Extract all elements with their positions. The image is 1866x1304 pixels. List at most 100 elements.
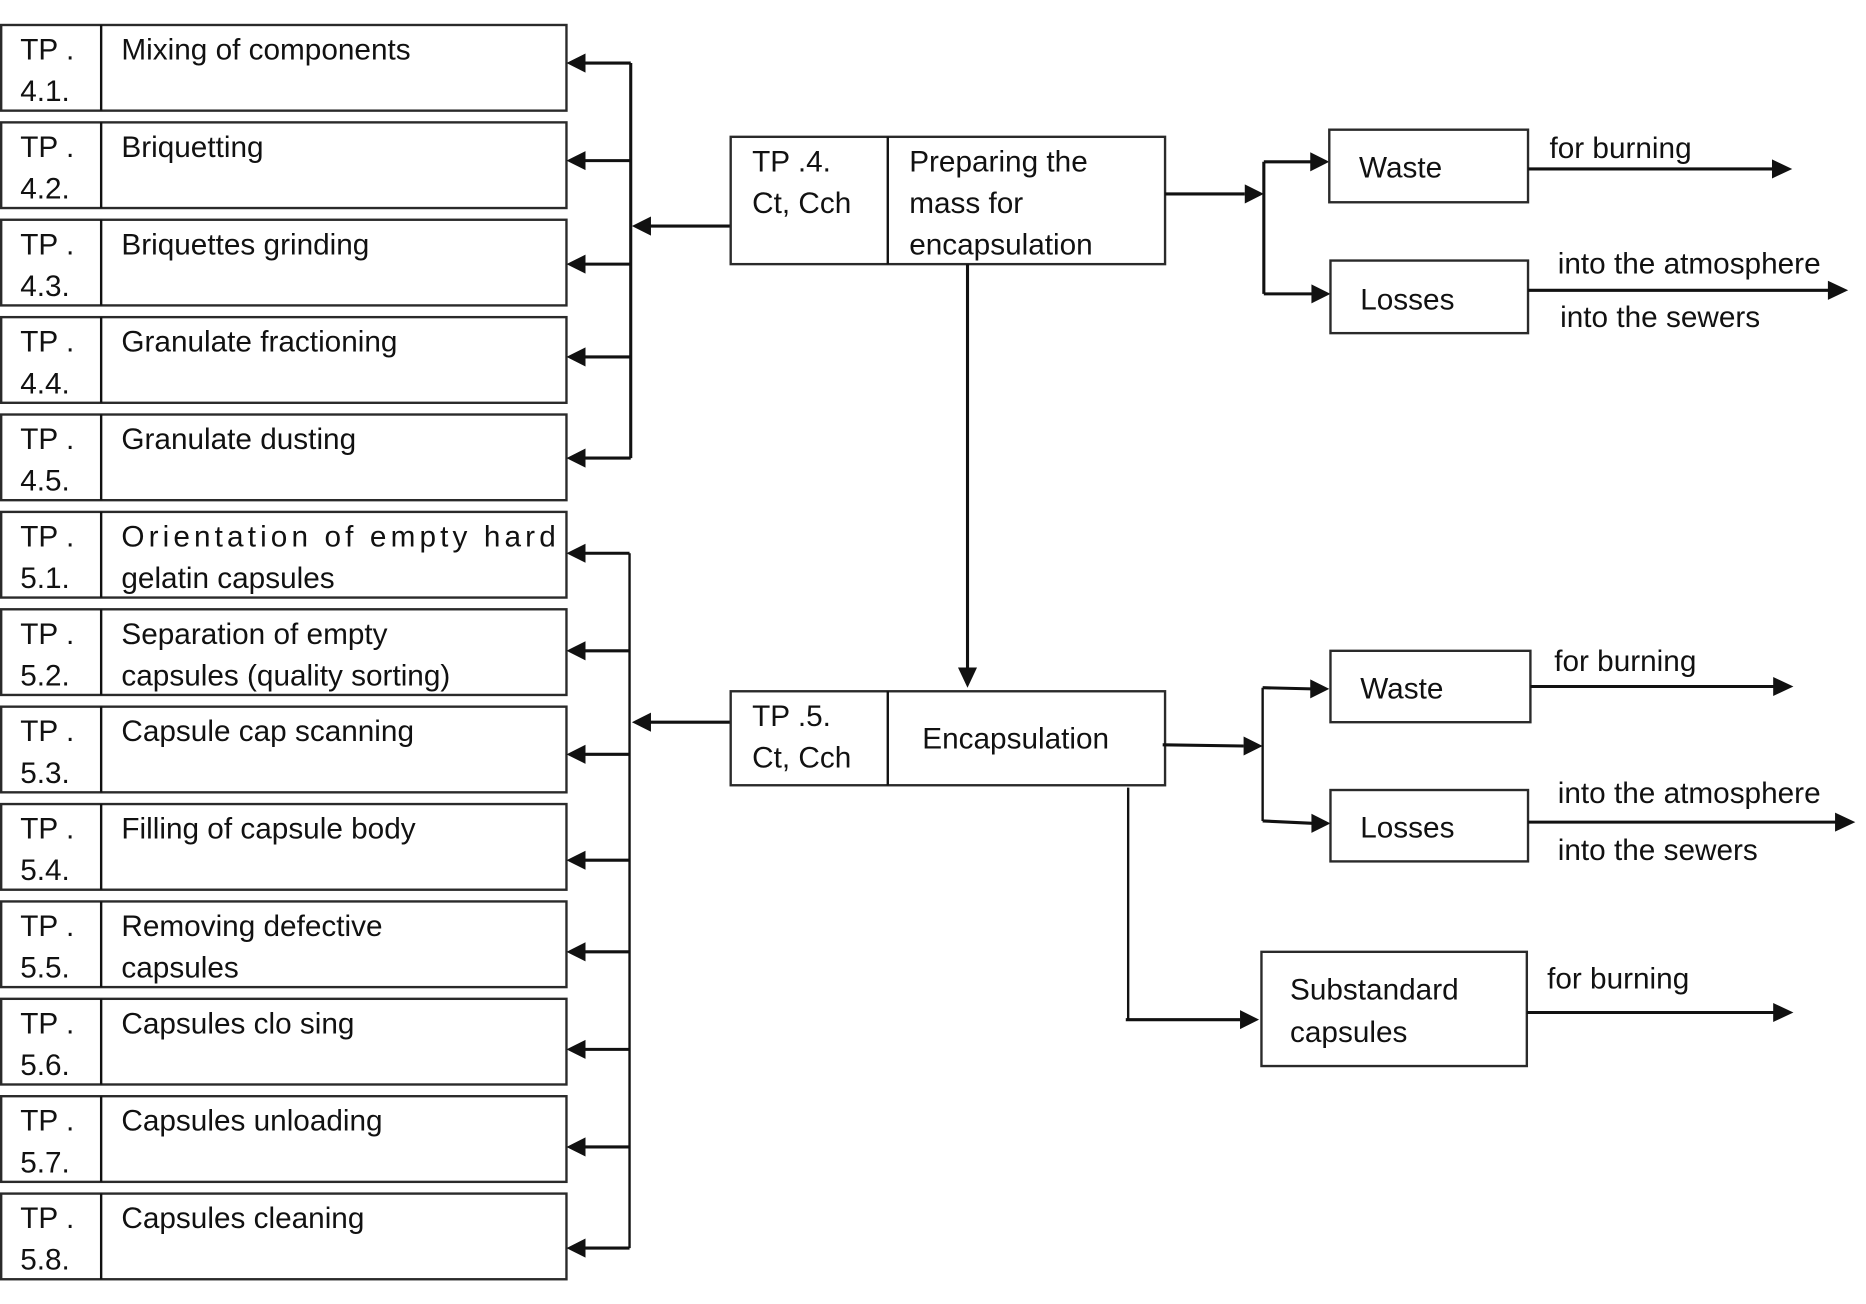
arrow-head — [566, 254, 586, 274]
substage-box[interactable]: TP . 5.3. Capsule cap scanning — [0, 705, 568, 794]
connector-stage5-out — [1162, 743, 1244, 748]
arrow-head — [566, 1039, 586, 1059]
substage-box-frame — [0, 413, 568, 502]
losses-destination-sewers: into the sewers — [1558, 834, 1758, 867]
arrow-head-stage5-bus — [631, 712, 651, 732]
substage-box[interactable]: TP .4.3.Briquettes grinding — [0, 218, 568, 307]
arrow-head — [566, 448, 586, 468]
waste-destination: for burning — [1549, 132, 1691, 165]
substage-label: Capsules unloading — [121, 1105, 382, 1138]
arrow-head — [566, 850, 586, 870]
losses-destination-sewers: into the sewers — [1560, 301, 1760, 334]
substage-label: Briquetting — [121, 131, 263, 164]
substage-code: TP . — [20, 1105, 74, 1138]
substandard-capsules-box[interactable]: Substandard capsules — [1260, 950, 1529, 1068]
substage-number: 4.1. — [20, 75, 70, 108]
substage-number: 4.4. — [20, 367, 70, 400]
substage-label: Capsules cleaning — [121, 1202, 364, 1235]
arrow-head — [1835, 812, 1856, 832]
substage-box[interactable]: TP .5.1.Orientation of empty hardgelatin… — [0, 510, 568, 599]
losses-destination-atmosphere: into the atmosphere — [1558, 248, 1821, 281]
substage-box-frame — [0, 608, 568, 697]
substage-box[interactable]: TP .4.5.Granulate dusting — [0, 413, 568, 502]
connector-to-waste-5 — [1262, 686, 1312, 691]
arrow-head — [1240, 1010, 1260, 1030]
substage-box[interactable]: TP . 5.7. Capsules unloading — [0, 1095, 568, 1184]
stage-5-code: TP .5. — [752, 700, 831, 733]
arrow-head — [566, 942, 586, 962]
substage-number: 4.2. — [20, 173, 70, 206]
substage-label: capsules (quality sorting) — [121, 659, 450, 692]
arrow-head — [566, 543, 586, 563]
arrow-head — [566, 744, 586, 764]
substage-boxes: TP . 4.1. Mixing of components TP . 4.2. Briq… — [0, 23, 568, 1281]
arrow-head — [1244, 184, 1264, 204]
substage-number: 5.6. — [20, 1049, 70, 1082]
substage-box-frame — [0, 315, 568, 404]
arrow-head-stage5-in — [957, 667, 978, 688]
substage-label: Mixing of components — [121, 33, 410, 66]
substandard-label-line: capsules — [1290, 1016, 1407, 1049]
substage-label: Separation of empty — [121, 618, 387, 651]
arrow-head — [566, 151, 586, 171]
substage-box[interactable]: TP .5.4.Filling of capsule body — [0, 802, 568, 891]
substage-box[interactable]: TP .5.8.Capsules cleaning — [0, 1192, 568, 1281]
substage-code: TP . — [20, 910, 74, 943]
losses-label: Losses — [1360, 812, 1454, 845]
stage-4-box[interactable]: TP .4. Ct, Cch Preparing the mass for en… — [729, 135, 1167, 266]
substage-number: 5.7. — [20, 1146, 70, 1179]
substage-label: Filling of capsule body — [121, 813, 415, 846]
substage-box[interactable]: TP .4.2.Briquetting — [0, 121, 568, 210]
waste-box-4[interactable]: Waste — [1328, 128, 1530, 204]
substage-number: 4.5. — [20, 465, 70, 498]
arrow-head — [1827, 280, 1849, 300]
substage-box-frame — [0, 510, 568, 599]
arrow-head — [566, 347, 586, 367]
waste-destination: for burning — [1554, 645, 1696, 678]
arrow-head — [1773, 1002, 1794, 1023]
substage-label: Briquettes grinding — [121, 228, 369, 261]
stage-5-box[interactable]: TP .5. Ct, Cch Encapsulation — [729, 690, 1167, 787]
substage-code: TP . — [20, 423, 74, 456]
substage-label: Removing defective — [121, 910, 382, 943]
arrow-head — [1773, 676, 1794, 697]
arrow-head — [1243, 736, 1263, 756]
arrow-head — [566, 1137, 586, 1157]
substage-code: TP . — [20, 715, 74, 748]
substage-box-frame — [0, 1095, 568, 1184]
substage-code: TP . — [20, 813, 74, 846]
arrow-head — [1311, 813, 1331, 833]
substage-number: 5.3. — [20, 757, 70, 790]
substage-box[interactable]: TP .4.4.Granulate fractioning — [0, 315, 568, 404]
arrow-head — [566, 53, 586, 73]
substage-box[interactable]: TP . 4.1. Mixing of components — [0, 23, 568, 112]
arrow-head — [1771, 159, 1793, 179]
connector-to-losses-5 — [1262, 819, 1313, 825]
substage-box-frame — [0, 900, 568, 989]
stage-5-control: Ct, Cch — [752, 741, 851, 774]
waste-label: Waste — [1359, 151, 1442, 184]
stage-4-control: Ct, Cch — [752, 187, 851, 220]
substage-label: Granulate fractioning — [121, 326, 397, 359]
substage-label: Capsule cap scanning — [121, 715, 414, 748]
substage-code: TP . — [20, 1007, 74, 1040]
substage-code: TP . — [20, 228, 74, 261]
bus-arrows — [566, 53, 631, 1258]
substage-number: 5.1. — [20, 562, 70, 595]
substage-code: TP . — [20, 33, 74, 66]
losses-box-5[interactable]: Losses — [1329, 788, 1530, 863]
waste-box-5[interactable]: Waste — [1329, 649, 1532, 724]
substandard-label-line: Substandard — [1290, 973, 1459, 1006]
substage-box-frame — [0, 802, 568, 891]
losses-box-4[interactable]: Losses — [1329, 259, 1530, 335]
waste-label: Waste — [1360, 672, 1443, 705]
substage-number: 5.8. — [20, 1244, 70, 1277]
stage-4-code: TP .4. — [752, 145, 831, 178]
substage-number: 5.2. — [20, 659, 70, 692]
substandard-destination: for burning — [1547, 963, 1689, 996]
substage-label: Orientation of empty hard — [121, 520, 555, 553]
arrow-head-stage4-bus — [631, 216, 651, 236]
substage-box[interactable]: TP .5.6.Capsules clo sing — [0, 997, 568, 1086]
